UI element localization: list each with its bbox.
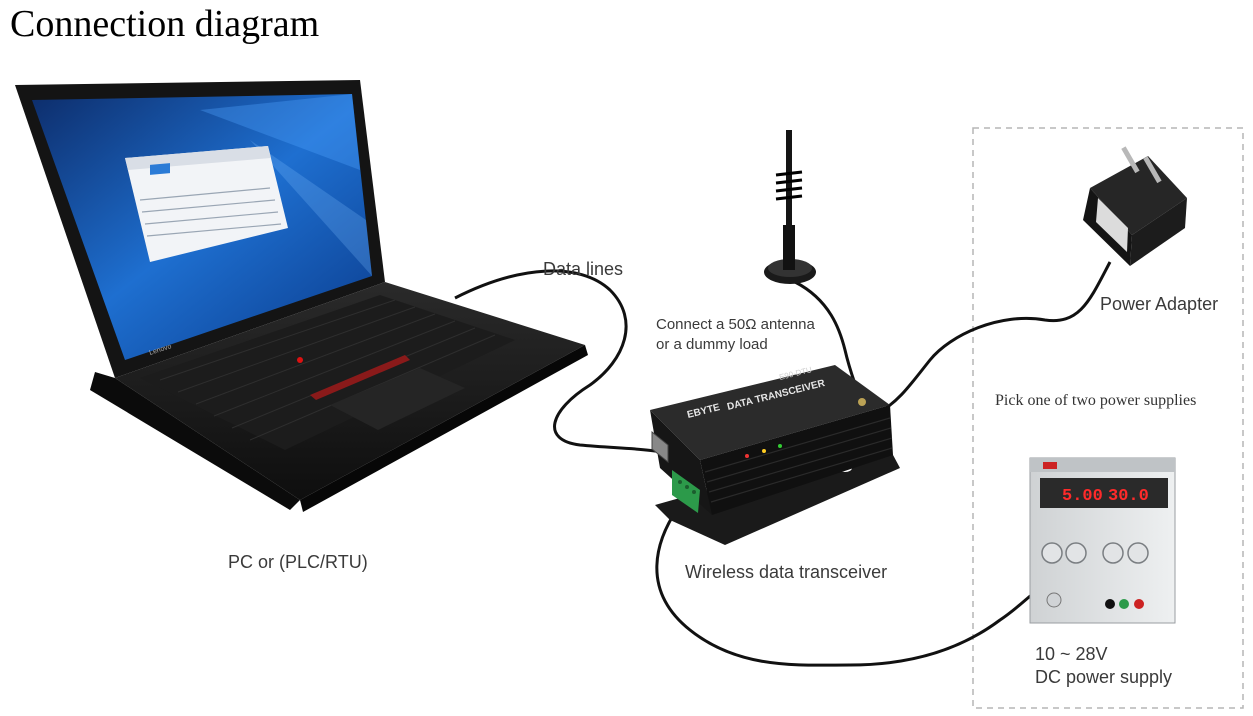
laptop-icon: Lenovo	[15, 80, 588, 512]
adapter-cable	[880, 262, 1110, 412]
transceiver-label: Wireless data transceiver	[685, 562, 887, 583]
pc-label: PC or (PLC/RTU)	[228, 552, 368, 573]
antenna-icon	[764, 130, 816, 284]
dc-voltage-label: 10 ~ 28V	[1035, 644, 1108, 665]
pick-power-label: Pick one of two power supplies	[995, 392, 1196, 410]
antenna-label-line1: Connect a 50Ω antenna	[656, 316, 815, 333]
transceiver-icon: EBYTE DATA TRANSCEIVER E90-DTU	[650, 365, 900, 545]
dc-supply-label: DC power supply	[1035, 667, 1172, 688]
power-adapter-label: Power Adapter	[1100, 294, 1218, 315]
svg-text:5.00: 5.00	[1062, 487, 1103, 506]
power-adapter-icon	[1083, 146, 1187, 266]
svg-text:30.0: 30.0	[1108, 487, 1149, 506]
dc-power-supply-icon: 5.00 30.0	[1030, 458, 1175, 623]
antenna-label-line2: or a dummy load	[656, 336, 768, 353]
data-lines-label: Data lines	[543, 259, 623, 280]
